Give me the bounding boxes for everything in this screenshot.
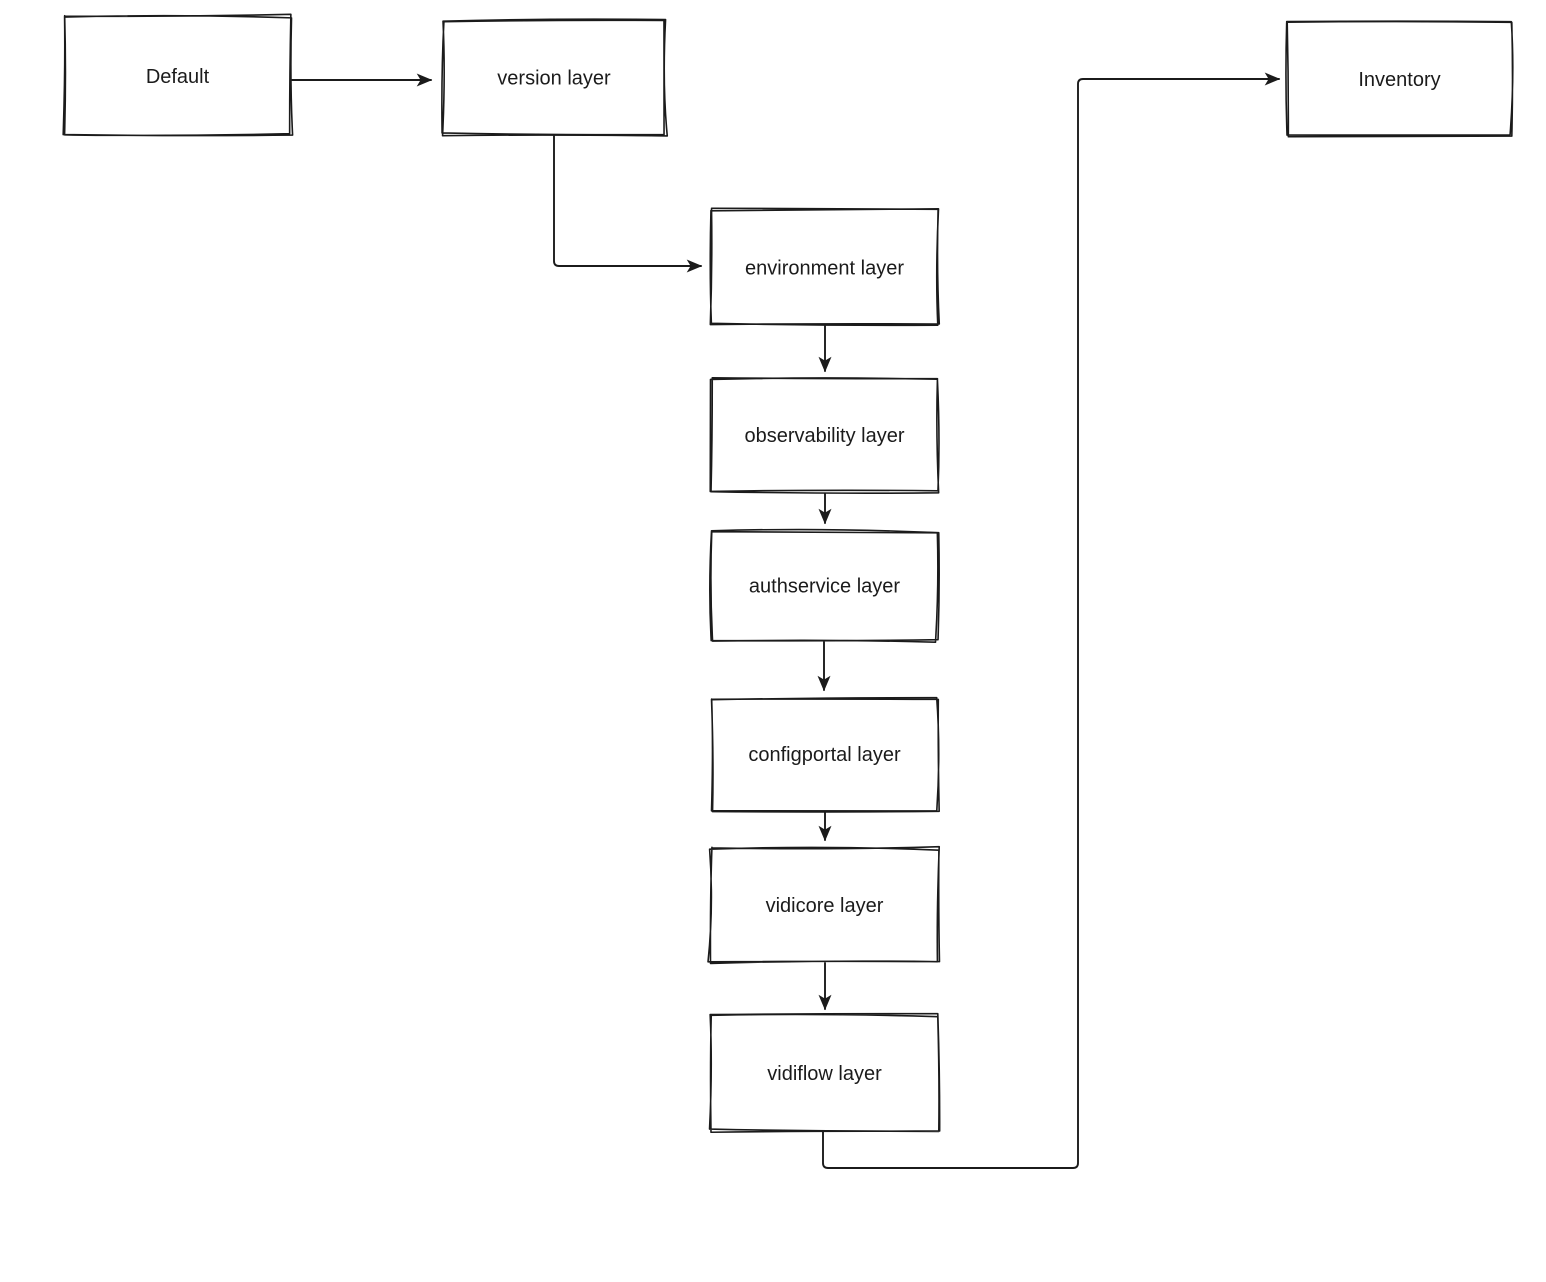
node-version-layer[interactable]: version layer [441, 18, 669, 137]
node-box [708, 1012, 941, 1134]
node-label: observability layer [744, 425, 904, 447]
edge-layer [291, 72, 1281, 1169]
node-label: environment layer [745, 258, 904, 280]
node-vidicore-layer[interactable]: vidicore layer [707, 845, 941, 965]
edge-version-layer-to-environment-layer [553, 135, 703, 273]
node-label: version layer [497, 68, 611, 90]
node-layer: Default version layer environment layer … [62, 13, 1514, 1134]
node-box [62, 13, 294, 137]
node-vidiflow-layer[interactable]: vidiflow layer [708, 1012, 941, 1134]
node-environment-layer[interactable]: environment layer [709, 207, 941, 327]
node-observability-layer[interactable]: observability layer [709, 376, 940, 494]
node-box [710, 696, 940, 813]
node-box [441, 18, 669, 137]
node-authservice-layer[interactable]: authservice layer [709, 528, 940, 643]
node-label: vidiflow layer [767, 1063, 882, 1085]
node-box [709, 376, 940, 494]
node-label: Inventory [1358, 69, 1440, 91]
node-box [709, 528, 940, 643]
edge-vidiflow-layer-to-inventory [822, 72, 1281, 1169]
node-inventory[interactable]: Inventory [1285, 20, 1514, 138]
node-box [707, 845, 941, 965]
node-box [1285, 20, 1514, 138]
node-label: configportal layer [748, 744, 901, 766]
node-label: Default [146, 66, 210, 88]
node-box [709, 207, 941, 327]
node-label: vidicore layer [766, 895, 884, 917]
node-label: authservice layer [749, 576, 901, 598]
node-default[interactable]: Default [62, 13, 294, 137]
node-configportal-layer[interactable]: configportal layer [710, 696, 940, 813]
